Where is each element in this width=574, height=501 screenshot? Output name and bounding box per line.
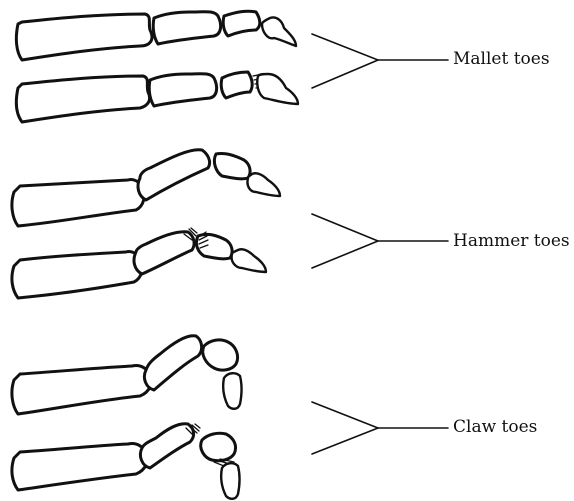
distal-phalanx: [232, 249, 266, 272]
metatarsal-bone: [12, 365, 152, 414]
middle-phalanx: [201, 433, 236, 461]
mallet-toe-illustrations: [16, 11, 298, 122]
claw-toe-top: [12, 336, 242, 414]
metatarsal-bone: [12, 251, 142, 298]
claw-toes-label: Claw toes: [453, 419, 537, 436]
proximal-phalanx: [138, 150, 210, 200]
proximal-phalanx: [153, 12, 220, 44]
hammer-toe-illustrations: [12, 150, 280, 298]
middle-phalanx: [223, 11, 260, 36]
distal-phalanx: [262, 17, 296, 46]
claw-toe-illustrations: [12, 336, 242, 499]
proximal-phalanx: [134, 232, 194, 274]
metatarsal-bone: [12, 179, 144, 226]
hammer-toe-top: [12, 150, 280, 226]
mallet-toe-bottom: [16, 72, 298, 122]
distal-phalanx: [223, 373, 241, 409]
mallet-toes-label: Mallet toes: [453, 51, 550, 68]
claw-bracket: [312, 402, 448, 454]
metatarsal-bone: [12, 443, 148, 490]
proximal-phalanx: [149, 74, 216, 106]
mallet-toe-top: [16, 11, 296, 60]
metatarsal-bone: [16, 76, 149, 122]
middle-phalanx: [221, 72, 252, 98]
distal-phalanx: [221, 463, 239, 499]
middle-phalanx: [203, 340, 238, 370]
hammer-toe-bottom: [12, 228, 266, 298]
proximal-phalanx: [144, 336, 201, 390]
hammer-bracket: [312, 214, 448, 268]
distal-phalanx: [257, 74, 298, 104]
mallet-bracket: [312, 34, 448, 88]
distal-phalanx: [247, 173, 280, 196]
hammer-toes-label: Hammer toes: [453, 233, 570, 250]
middle-phalanx: [214, 153, 250, 178]
metatarsal-bone: [16, 14, 152, 60]
proximal-phalanx: [140, 424, 193, 468]
claw-toe-bottom: [12, 424, 240, 499]
